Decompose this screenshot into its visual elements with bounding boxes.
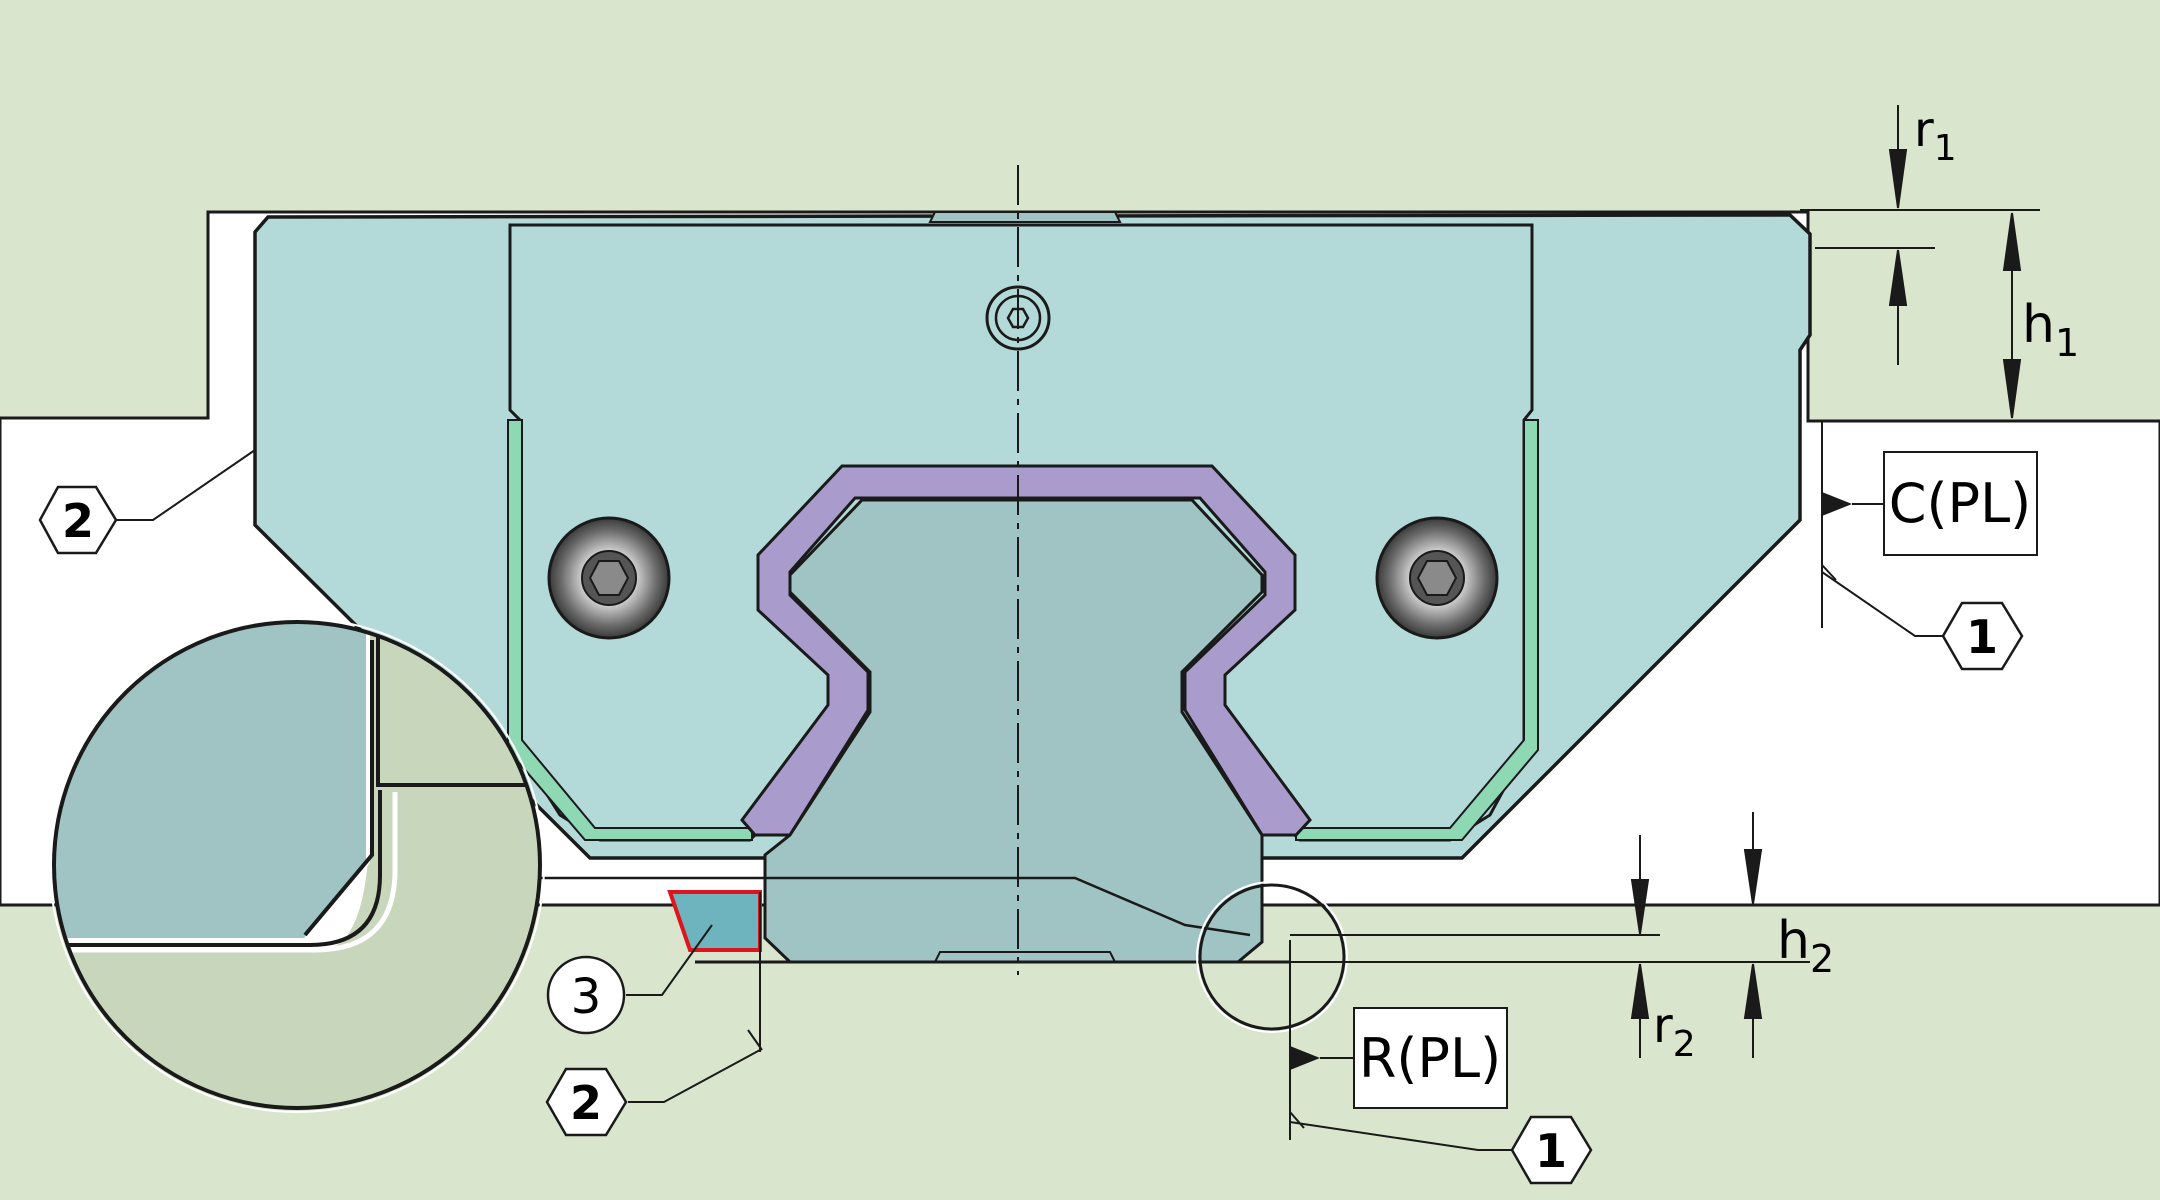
r-pl-label: R(PL): [1359, 1027, 1501, 1090]
dimension-r1-h1: [1800, 105, 2040, 419]
rail-seat-outline: [540, 876, 1251, 937]
r-pl-reference: R(PL): [1289, 940, 1508, 1140]
end-seal: [740, 464, 1312, 837]
h2-label: h2: [1777, 911, 1834, 981]
hexagon-callout-right-lower: 1: [1289, 1111, 1593, 1185]
left-screw-icon: [547, 516, 671, 640]
carriage-top-plate: [928, 211, 1122, 223]
detail-view-border: [52, 620, 542, 1110]
detail-marker-circle: [1198, 883, 1346, 1031]
hexagon-callout-bottom: 2: [545, 892, 763, 1137]
hexagon-callout-icon: [545, 1067, 628, 1137]
circle-callout: 3: [546, 924, 713, 1035]
detail-view-border-white: [49, 617, 545, 1113]
circle-callout-icon: [546, 955, 626, 1035]
r1-label: r1: [1914, 102, 1957, 169]
hexagon-callout-right-upper: 1: [1821, 564, 2024, 671]
c-pl-reference: C(PL): [1821, 420, 2038, 628]
hexagon-callout-icon: [1941, 601, 2024, 671]
detail-view: [54, 622, 540, 1108]
detail-marker-circle-outline: [1196, 881, 1348, 1033]
right-screw-icon: [1375, 516, 1499, 640]
hex-right-lower-text: 1: [1535, 1124, 1567, 1178]
hex-bottom-text: 2: [570, 1076, 602, 1130]
c-pl-label: C(PL): [1889, 472, 2032, 535]
h1-label: h1: [2022, 295, 2079, 365]
hex-left-text: 2: [62, 494, 94, 548]
hexagon-callout-left: 2: [38, 449, 256, 555]
hexagon-callout-icon: [1510, 1115, 1593, 1185]
hexagon-callout-icon: [38, 485, 118, 555]
dimension-h2-r2: [1290, 812, 1810, 1058]
hex-right-upper-text: 1: [1966, 610, 1998, 664]
r2-label: r2: [1653, 998, 1696, 1065]
circle-callout-text: 3: [571, 969, 602, 1025]
